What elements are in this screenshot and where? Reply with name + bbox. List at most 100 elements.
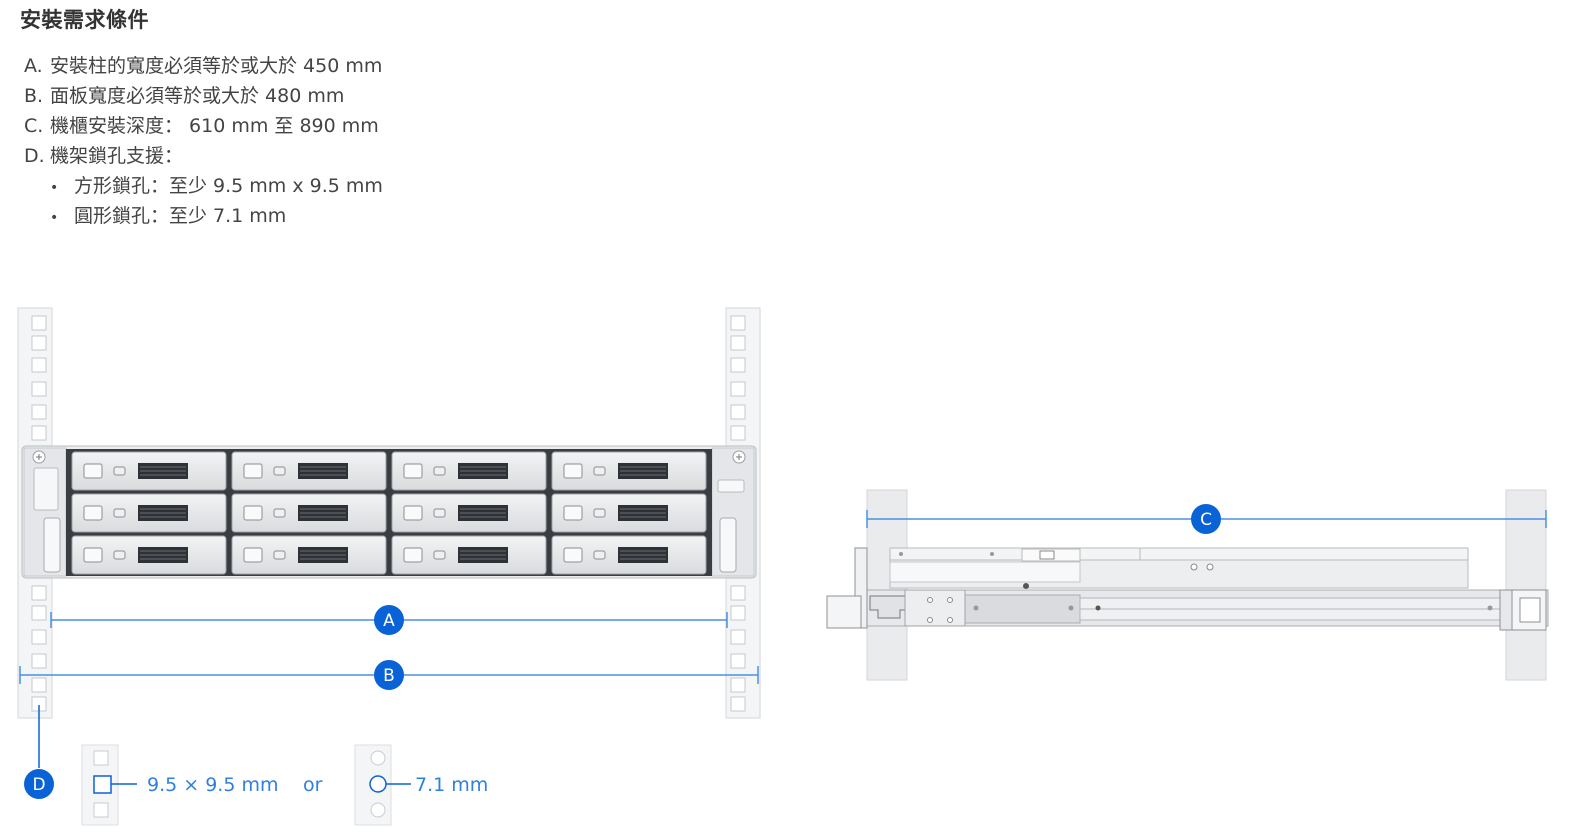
- drive-tray: [71, 493, 227, 533]
- marker-d: [24, 769, 54, 799]
- drive-bays: [71, 451, 707, 575]
- rack-hole: [31, 404, 47, 420]
- drive-tray: [231, 493, 387, 533]
- rack-hole: [31, 653, 47, 669]
- drive-tray: [551, 535, 707, 575]
- drive-latch-icon: [403, 547, 423, 563]
- page-title: 安裝需求條件: [20, 8, 149, 32]
- nas-chassis: [21, 445, 757, 579]
- handle-icon: [719, 517, 737, 573]
- requirement-key: A.: [24, 55, 43, 77]
- hole-types-container: • 方形鎖孔：至少 9.5 mm x 9.5 mm • 圓形鎖孔：至少 7.1 mm: [24, 171, 383, 231]
- drive-latch-icon: [403, 463, 423, 479]
- rack-hole: [730, 585, 746, 601]
- rack-hole: [730, 653, 746, 669]
- drive-led-icon: [593, 466, 606, 476]
- drive-latch-icon: [403, 505, 423, 521]
- rack-hole: [730, 357, 746, 373]
- requirement-text: 安裝柱的寬度必須等於或大於 450 mm: [50, 55, 383, 77]
- hole-type-text: 圓形鎖孔：至少 7.1 mm: [74, 205, 287, 227]
- requirement-d: D.機架鎖孔支援：: [24, 141, 383, 171]
- square-hole-label: 9.5 × 9.5 mm: [147, 774, 279, 796]
- drive-tray: [551, 493, 707, 533]
- hole-type-round: • 圓形鎖孔：至少 7.1 mm: [50, 201, 383, 231]
- rack-hole: [730, 677, 746, 693]
- dimension-d: D: [24, 705, 54, 799]
- drive-latch-icon: [83, 547, 103, 563]
- hole-type-square: • 方形鎖孔：至少 9.5 mm x 9.5 mm: [50, 171, 383, 201]
- rack-hole: [31, 585, 47, 601]
- rack-hole: [730, 629, 746, 645]
- round-hole-icon: [369, 775, 387, 793]
- rack-hole: [31, 357, 47, 373]
- hole-type-text: 方形鎖孔：至少 9.5 mm x 9.5 mm: [74, 175, 383, 197]
- rack-hole: [31, 335, 47, 351]
- marker-a: [374, 605, 404, 635]
- drive-led-icon: [593, 508, 606, 518]
- requirement-b: B. 面板寬度必須等於或大於 480 mm: [24, 81, 383, 111]
- rack-hole: [730, 605, 746, 621]
- rack-hole: [730, 696, 746, 712]
- side-view: C: [826, 489, 1549, 681]
- marker-d-label: D: [32, 775, 45, 795]
- drive-tray: [231, 451, 387, 491]
- drive-led-icon: [433, 550, 446, 560]
- rack-holes: [31, 315, 47, 712]
- drive-latch-icon: [243, 547, 263, 563]
- drive-tray: [391, 493, 547, 533]
- rack-hole: [31, 315, 47, 331]
- drive-latch-icon: [83, 505, 103, 521]
- dimension-c: C: [866, 504, 1547, 534]
- handle-icon: [43, 517, 61, 573]
- requirement-text: 機架鎖孔支援：: [50, 145, 184, 167]
- rack-hole: [31, 381, 47, 397]
- drive-led-icon: [593, 550, 606, 560]
- drive-latch-icon: [563, 463, 583, 479]
- drive-led-icon: [273, 508, 286, 518]
- marker-a-label: A: [383, 611, 395, 631]
- rack-hole: [31, 677, 47, 693]
- square-hole-detail: 9.5 × 9.5 mm: [81, 744, 279, 826]
- or-label: or: [303, 774, 323, 796]
- rail-kit: [826, 547, 1549, 631]
- marker-c-label: C: [1200, 510, 1212, 530]
- drive-led-icon: [433, 508, 446, 518]
- drive-tray: [71, 451, 227, 491]
- rear-rack-post: [1505, 489, 1547, 681]
- requirement-key: C.: [24, 115, 44, 137]
- drive-latch-icon: [243, 463, 263, 479]
- round-hole-detail: 7.1 mm: [354, 744, 488, 826]
- square-hole-icon: [93, 775, 112, 794]
- drive-latch-icon: [563, 547, 583, 563]
- dimension-b: B: [19, 660, 759, 690]
- marker-b: [374, 660, 404, 690]
- rack-hole: [730, 425, 746, 441]
- drive-tray: [71, 535, 227, 575]
- drive-led-icon: [113, 550, 126, 560]
- drive-led-icon: [113, 508, 126, 518]
- requirement-key: B.: [24, 85, 44, 107]
- marker-b-label: B: [383, 666, 395, 686]
- drive-tray: [391, 451, 547, 491]
- bullet-icon: •: [50, 180, 59, 196]
- rear-latch-icon: [1519, 597, 1541, 623]
- rack-hole: [730, 404, 746, 420]
- marker-c: [1191, 504, 1221, 534]
- bullet-icon: •: [50, 210, 59, 226]
- drive-led-icon: [433, 466, 446, 476]
- requirement-c: C. 機櫃安裝深度： 610 mm 至 890 mm: [24, 111, 383, 141]
- rack-hole: [730, 315, 746, 331]
- requirement-key: D.: [24, 145, 45, 167]
- rack-hole: [31, 629, 47, 645]
- requirement-text: 面板寬度必須等於或大於 480 mm: [50, 85, 345, 107]
- requirement-text: 機櫃安裝深度： 610 mm 至 890 mm: [50, 115, 379, 137]
- requirement-a: A. 安裝柱的寬度必須等於或大於 450 mm: [24, 51, 383, 81]
- drive-tray: [551, 451, 707, 491]
- rack-hole: [730, 335, 746, 351]
- drive-latch-icon: [83, 463, 103, 479]
- round-hole-label: 7.1 mm: [415, 774, 488, 796]
- drive-led-icon: [273, 466, 286, 476]
- hole-types-list: • 方形鎖孔：至少 9.5 mm x 9.5 mm • 圓形鎖孔：至少 7.1 mm: [24, 171, 383, 231]
- drive-latch-icon: [243, 505, 263, 521]
- rack-hole: [31, 425, 47, 441]
